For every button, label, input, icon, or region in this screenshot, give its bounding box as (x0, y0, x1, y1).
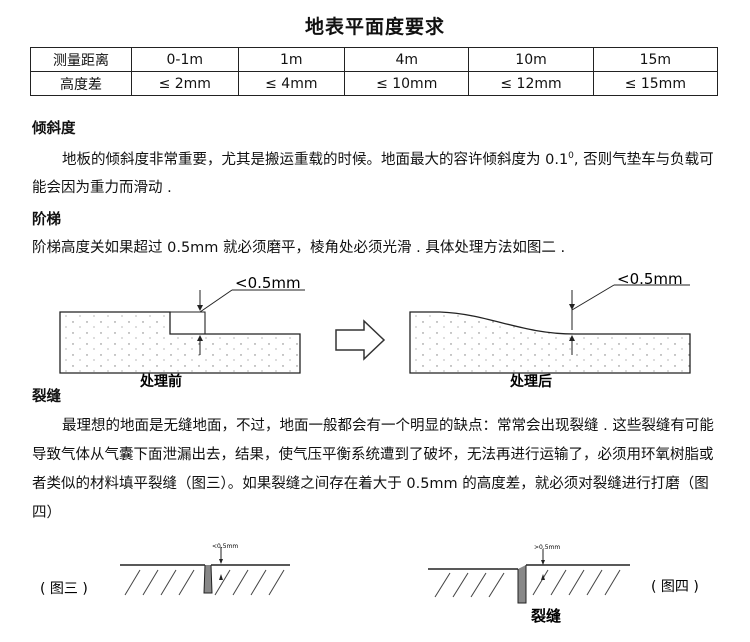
fig-after-caption: 处理后 (509, 373, 552, 390)
fig3-label: ( 图三 ) (40, 581, 88, 597)
tilt-text-2: , 否则气垫车与负载可能会因为重力而滑动 . (32, 151, 714, 196)
tilt-text-1: 地板的倾斜度非常重要，尤其是搬运重载的时候。地面最大的容许倾斜度为 0.1 (62, 151, 569, 168)
process-arrow-icon (335, 319, 386, 361)
flatness-spec-table: 测量距离 0-1m 1m 4m 10m 15m 高度差 ≤ 2mm ≤ 4mm … (30, 47, 719, 96)
table-cell: 10m (468, 47, 594, 72)
step-paragraph: 阶梯高度关如果超过 0.5mm 就必须磨平，棱角处必须光滑 . 具体处理方法如图… (32, 240, 566, 256)
table-cell: 0-1m (131, 47, 239, 72)
fig3-dim-label: <0.5mm (212, 543, 238, 550)
table-header-cell: 测量距离 (30, 47, 132, 72)
table-header-cell: 高度差 (30, 71, 132, 96)
crack-fig-4 (428, 549, 630, 604)
degree-superscript: 0 (568, 151, 574, 161)
section-heading-tilt: 倾斜度 (32, 121, 76, 137)
table-cell: ≤ 2mm (131, 71, 239, 96)
crack-fig-3 (120, 547, 290, 596)
fig4-dim-label: >0.5mm (534, 544, 560, 551)
step-grinding-figure: <0.5mm <0.5mm 处理前 处理后 (59, 270, 691, 390)
crack-paragraph: 最理想的地面是无缝地面，不过，地面一般都会有一个明显的缺点：常常会出现裂缝 . … (32, 418, 714, 521)
table-row: 高度差 ≤ 2mm ≤ 4mm ≤ 10mm ≤ 12mm ≤ 15mm (30, 71, 719, 96)
crack-caption: 裂缝 (530, 607, 561, 625)
section-heading-step: 阶梯 (32, 212, 61, 228)
after-slab (409, 284, 691, 374)
tilt-paragraph: 地板的倾斜度非常重要，尤其是搬运重载的时候。地面最大的容许倾斜度为 0.10, … (32, 142, 722, 202)
table-cell: 15m (592, 47, 719, 72)
before-slab (59, 289, 305, 374)
dim-label-left: <0.5mm (235, 274, 301, 292)
table-cell: ≤ 12mm (468, 71, 594, 96)
table-cell: ≤ 4mm (237, 71, 346, 96)
fig4-label: ( 图四 ) (651, 579, 699, 595)
page-title: 地表平面度要求 (304, 16, 445, 38)
table-cell: 4m (344, 47, 470, 72)
fig-before-caption: 处理前 (139, 373, 182, 390)
table-cell: 1m (237, 47, 346, 72)
table-cell: ≤ 15mm (592, 71, 719, 96)
crack-figures: <0.5mm ( 图三 ) >0.5mm ( 图四 ) 裂缝 (40, 543, 699, 625)
table-cell: ≤ 10mm (344, 71, 470, 96)
section-heading-crack: 裂缝 (32, 389, 61, 405)
table-row: 测量距离 0-1m 1m 4m 10m 15m (30, 47, 719, 72)
dim-label-right: <0.5mm (617, 270, 683, 288)
